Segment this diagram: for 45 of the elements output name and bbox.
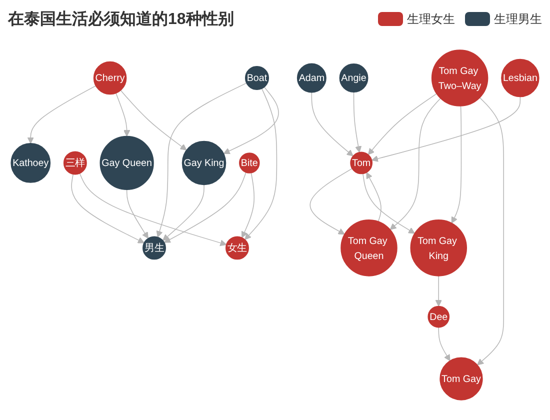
node-circle: Tom Gay King bbox=[410, 220, 467, 276]
node-circle: Gay King bbox=[182, 140, 226, 186]
arrow bbox=[451, 106, 462, 224]
arrow bbox=[311, 92, 354, 156]
arrow bbox=[156, 82, 247, 238]
node-circle: Bite bbox=[239, 152, 260, 174]
arrow bbox=[435, 276, 442, 307]
arrow bbox=[27, 85, 96, 144]
node-circle: Lesbian bbox=[501, 58, 540, 98]
node-circle: Adam bbox=[296, 63, 326, 93]
arrow bbox=[244, 88, 278, 240]
arrow bbox=[477, 97, 504, 366]
node-circle: Kathoey bbox=[10, 143, 51, 183]
chart-title: 在泰国生活必须知道的18种性别 bbox=[8, 9, 234, 30]
legend-label: 生理男生 bbox=[494, 10, 542, 28]
node-circle: Gay Queen bbox=[100, 136, 154, 190]
arrow bbox=[366, 172, 382, 222]
node-circle: Tom Gay Queen bbox=[340, 220, 398, 276]
node-circle: Dee bbox=[428, 306, 450, 328]
node-circle: 三样 bbox=[63, 151, 87, 175]
arrow bbox=[241, 172, 255, 238]
arrow bbox=[120, 90, 187, 150]
arrow bbox=[164, 172, 246, 243]
node-circle: Cherry bbox=[93, 61, 127, 95]
arrow bbox=[368, 93, 437, 155]
node-circle: Angie bbox=[339, 64, 368, 92]
arrow bbox=[310, 168, 352, 235]
node-circle: Tom bbox=[350, 152, 373, 174]
arrow bbox=[126, 189, 148, 239]
arrow bbox=[390, 98, 441, 230]
arrow bbox=[353, 92, 362, 153]
arrow bbox=[223, 86, 279, 154]
node-circle: Tom Gay bbox=[440, 357, 483, 400]
arrow bbox=[71, 174, 144, 244]
arrow bbox=[162, 184, 204, 241]
arrow bbox=[371, 96, 521, 162]
node-circle: 女生 bbox=[226, 236, 249, 260]
arrow bbox=[362, 173, 415, 234]
node-circle: 男生 bbox=[142, 236, 166, 260]
arrow bbox=[438, 326, 450, 362]
node-circle: Boat bbox=[244, 66, 269, 90]
node-circle: Tom Gay Two–Way bbox=[431, 50, 488, 106]
arrow bbox=[79, 173, 227, 246]
arrow bbox=[116, 92, 130, 137]
legend-label: 生理女生 bbox=[407, 10, 455, 28]
